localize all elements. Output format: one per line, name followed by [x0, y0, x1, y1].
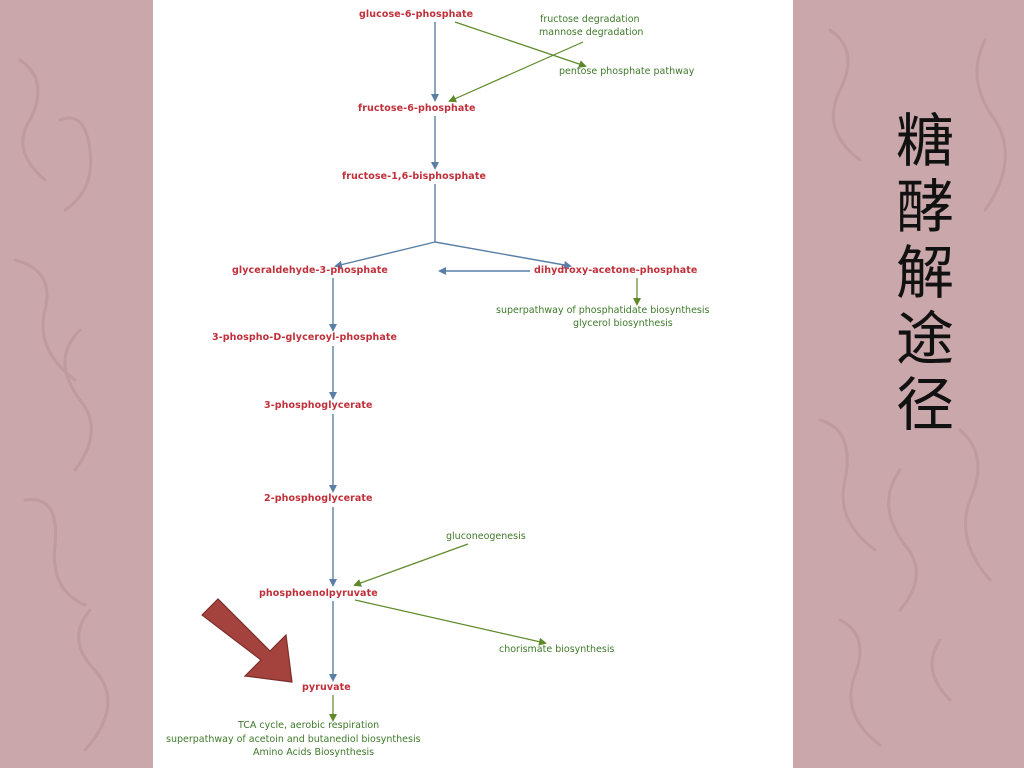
title-char: 酵 — [895, 173, 954, 241]
arrow-pep-chorismate — [354, 599, 547, 646]
slide-title: 糖 酵 解 途 径 — [890, 108, 960, 438]
side-fructose-degradation: fructose degradation — [540, 14, 640, 25]
side-glycerol-biosynthesis: glycerol biosynthesis — [573, 318, 673, 329]
side-mannose-degradation: mannose degradation — [539, 27, 644, 38]
side-chorismate-biosynthesis: chorismate biosynthesis — [499, 644, 615, 655]
node-dihydroxy-acetone-phosphate: dihydroxy-acetone-phosphate — [534, 265, 698, 276]
title-char: 途 — [895, 305, 954, 373]
node-fructose-1-6-bisphosphate: fructose-1,6-bisphosphate — [342, 171, 487, 182]
side-phosphatidate-biosynthesis: superpathway of phosphatidate biosynthes… — [496, 305, 710, 316]
arrow-mannose-f6p — [448, 41, 584, 103]
side-gluconeogenesis: gluconeogenesis — [446, 531, 526, 542]
node-glucose-6-phosphate: glucose-6-phosphate — [359, 9, 474, 20]
node-3-phosphoglycerate: 3-phosphoglycerate — [264, 400, 373, 411]
highlight-arrow-icon — [201, 598, 293, 683]
node-pyruvate: pyruvate — [302, 682, 351, 693]
arrow-g6p-pentose — [454, 21, 587, 68]
node-fructose-6-phosphate: fructose-6-phosphate — [358, 103, 476, 114]
arrow-split-g3p — [334, 241, 436, 269]
title-char: 解 — [895, 239, 954, 307]
title-char: 径 — [895, 371, 954, 439]
side-amino-acids-biosynthesis: Amino Acids Biosynthesis — [253, 747, 375, 758]
arrow-gluconeogenesis-pep — [353, 543, 469, 587]
arrow-split-dhap — [434, 241, 572, 269]
node-glyceraldehyde-3-phosphate: glyceraldehyde-3-phosphate — [232, 265, 388, 276]
title-char: 糖 — [895, 107, 954, 175]
node-2-phosphoglycerate: 2-phosphoglycerate — [264, 493, 373, 504]
node-3-phospho-d-glyceroyl-phosphate: 3-phospho-D-glyceroyl-phosphate — [212, 332, 398, 343]
side-tca-cycle: TCA cycle, aerobic respiration — [238, 720, 380, 731]
node-phosphoenolpyruvate: phosphoenolpyruvate — [259, 588, 378, 599]
side-acetoin-butanediol: superpathway of acetoin and butanediol b… — [166, 734, 421, 745]
side-pentose-phosphate-pathway: pentose phosphate pathway — [559, 66, 695, 77]
